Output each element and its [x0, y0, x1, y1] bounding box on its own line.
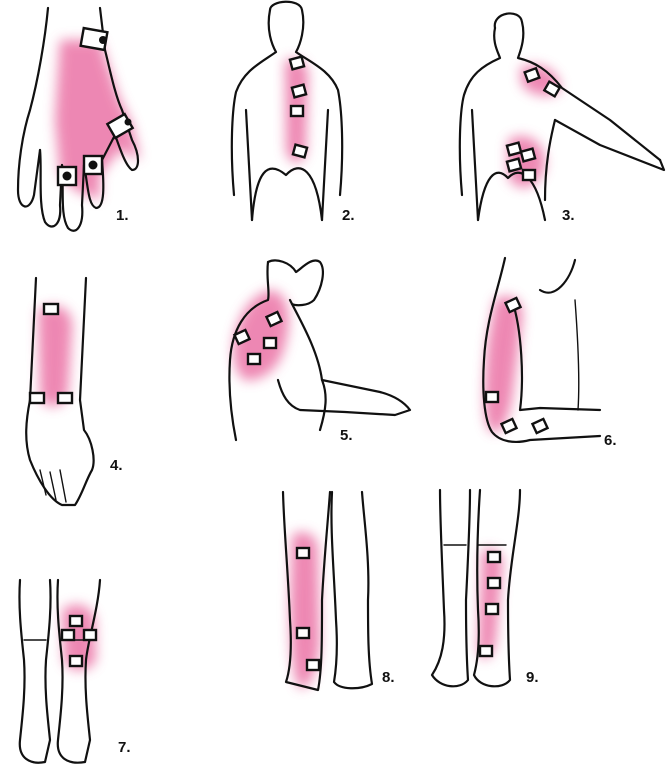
electrode-pad	[30, 393, 44, 403]
electrode-pad	[70, 656, 82, 666]
legs-outline	[432, 490, 520, 686]
panel-label: 4.	[110, 457, 123, 474]
electrode-pad	[248, 354, 260, 364]
electrode-pad	[297, 548, 309, 558]
electrode-pad	[44, 304, 58, 314]
panel-label: 9.	[526, 669, 539, 686]
panel-calf: 8.	[283, 492, 395, 690]
panel-back-arm: 3.	[460, 13, 664, 224]
electrode-pad	[521, 149, 535, 162]
panel-forearm: 4.	[26, 278, 122, 505]
panel-knee: 7.	[19, 580, 130, 763]
electrode-pad	[486, 604, 498, 614]
electrode-pad	[297, 628, 309, 638]
electrode-pad	[523, 170, 535, 180]
electrode-pad	[480, 646, 492, 656]
electrode-pad	[264, 338, 276, 348]
electrode-button	[99, 36, 107, 44]
electrode-button	[89, 161, 98, 170]
panel-label: 1.	[116, 207, 129, 224]
electrode-pad	[292, 85, 306, 98]
electrode-pad	[291, 106, 303, 116]
electrode-pad	[488, 552, 500, 562]
panel-hand: 1.	[18, 8, 140, 231]
panel-label: 2.	[342, 207, 355, 224]
electrode-button	[125, 119, 132, 126]
electrode-button	[63, 172, 72, 181]
panel-label: 3.	[562, 207, 575, 224]
electrode-pad	[532, 419, 547, 433]
electrode-pad	[290, 57, 304, 70]
panel-label: 7.	[118, 739, 131, 756]
electrode-pad	[486, 392, 498, 402]
electrode-pad	[58, 393, 72, 403]
legs-outline	[19, 580, 100, 763]
panel-back: 2.	[232, 2, 355, 224]
panel-label: 6.	[604, 432, 617, 449]
torso-arm-outline	[460, 13, 664, 220]
panel-shoulder-side: 5.	[229, 260, 410, 444]
panel-upper-arm: 6.	[483, 258, 616, 449]
electrode-pad	[488, 578, 500, 588]
electrode-pad	[62, 630, 74, 640]
panel-label: 8.	[382, 669, 395, 686]
electrode-pad	[507, 143, 521, 156]
electrode-pad	[525, 68, 540, 82]
electrode-pad	[307, 660, 319, 670]
electrode-pad	[84, 630, 96, 640]
electrode-pad	[507, 159, 521, 172]
electrode-pad	[70, 616, 82, 626]
panel-shin: 9.	[432, 490, 539, 686]
electrode-pad	[293, 145, 307, 158]
pain-area	[38, 306, 72, 406]
panel-label: 5.	[340, 427, 353, 444]
